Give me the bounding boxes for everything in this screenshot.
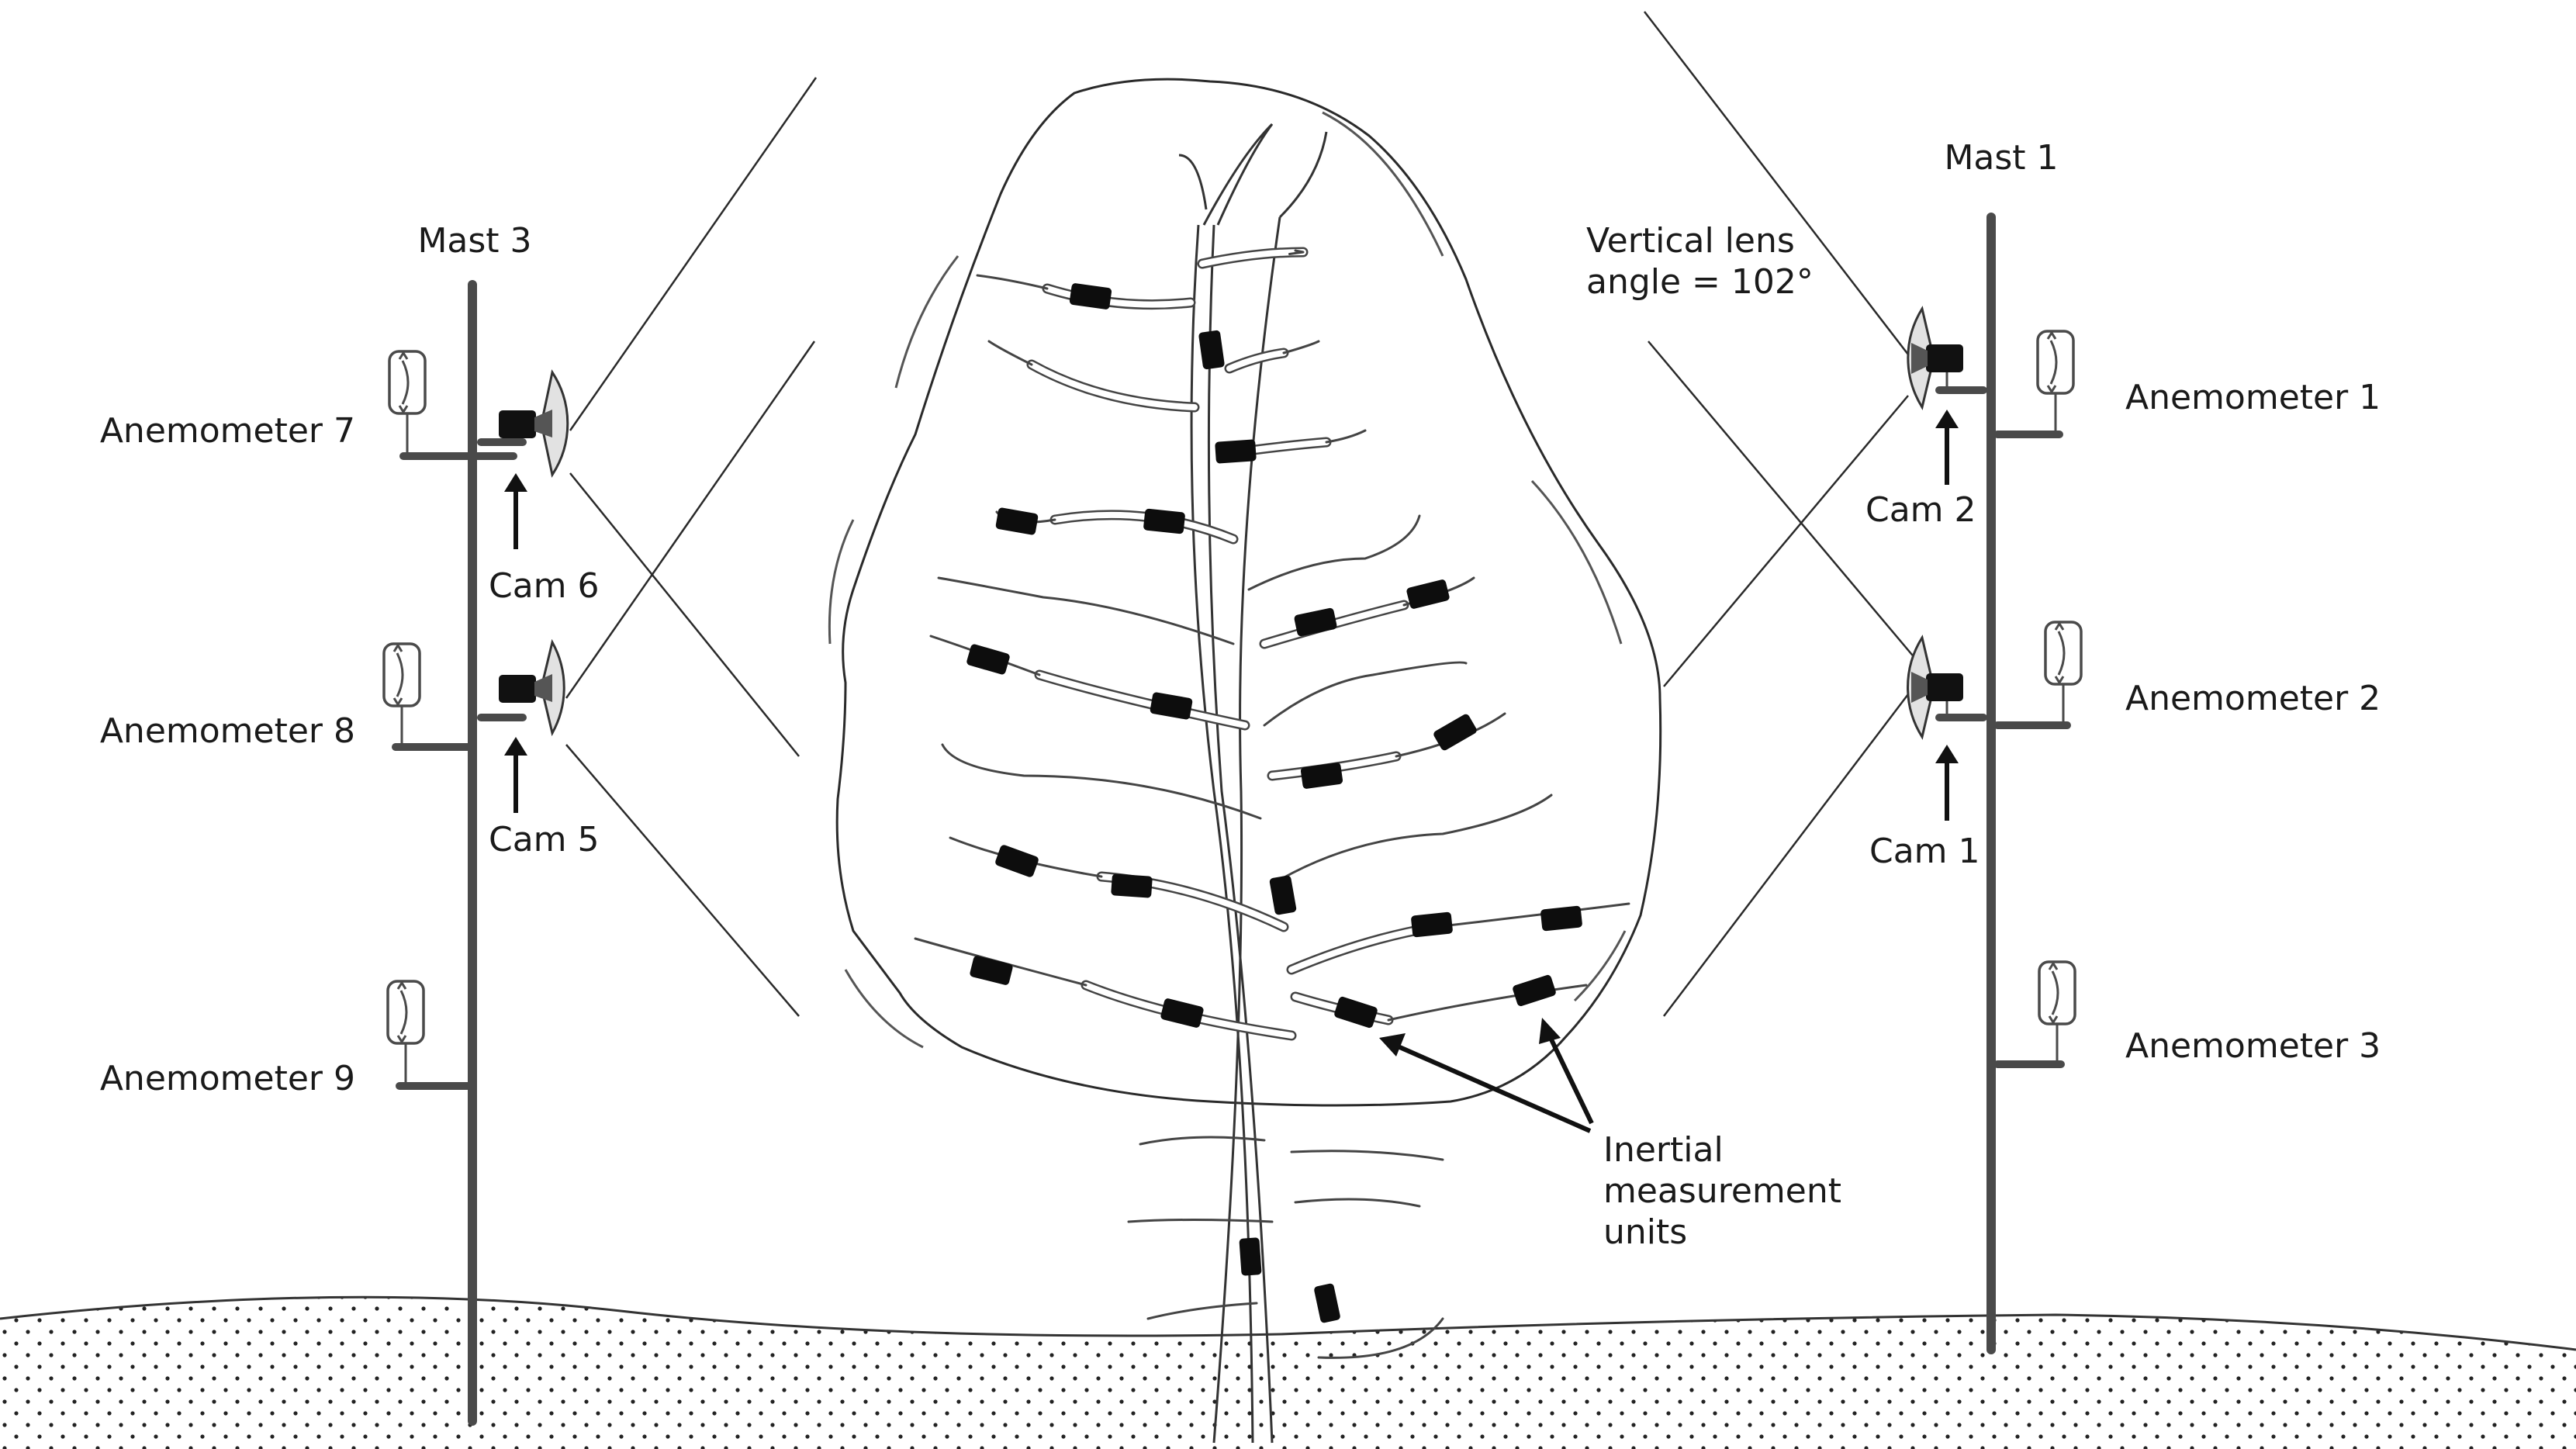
imu-sensor-icon xyxy=(1143,508,1185,534)
arrow-up-icon xyxy=(504,737,527,756)
cam5-label: Cam 5 xyxy=(489,820,600,859)
imu-label-line3: units xyxy=(1603,1212,1687,1252)
imu-sensor-icon xyxy=(1160,998,1204,1028)
imu-sensor-icon xyxy=(1069,283,1112,310)
branch-right-1 xyxy=(1197,247,1309,269)
camera-icon xyxy=(499,410,536,438)
imu-sensor-icon xyxy=(1239,1237,1262,1276)
anemometer-icon xyxy=(2044,621,2083,686)
anemometer-9 xyxy=(386,980,477,1090)
cam2-label: Cam 2 xyxy=(1865,490,1976,530)
camera-1 xyxy=(1907,635,1987,821)
camera-2 xyxy=(1907,306,1987,485)
anemometer-icon xyxy=(386,980,425,1045)
arrow-up-icon xyxy=(1935,410,1959,428)
imu-sensor-icon xyxy=(1411,911,1453,938)
imu-pointer-arrows xyxy=(1379,1018,1594,1133)
anemometer2-label: Anemometer 2 xyxy=(2125,679,2381,718)
arrow-up-icon xyxy=(1935,745,1959,763)
branch-left-1 xyxy=(976,274,1196,310)
imu-sensor-icon xyxy=(1300,763,1343,789)
branch-right-8 xyxy=(1271,794,1553,886)
imu-sensor-icon xyxy=(1294,607,1337,637)
imu-sensor-icon xyxy=(995,507,1039,535)
canopy-motion-lines xyxy=(828,111,1627,1049)
anemometer-8 xyxy=(382,642,477,751)
lens-angle-label-line2: angle = 102° xyxy=(1586,262,1814,302)
mast1-label: Mast 1 xyxy=(1944,138,2058,178)
anemometer-icon xyxy=(382,642,421,707)
mast-1 xyxy=(1907,213,2083,1354)
branches xyxy=(914,247,1630,1359)
imu-label-line2: measurement xyxy=(1603,1171,1841,1211)
anemometer-1 xyxy=(1993,330,2075,438)
imu-sensor-icon xyxy=(1198,330,1225,370)
labels: Mast 3 Mast 1 Vertical lens angle = 102°… xyxy=(100,138,2381,1252)
imu-sensor-icon xyxy=(995,845,1039,877)
camera-icon xyxy=(499,675,536,703)
anemometer-icon xyxy=(2038,960,2076,1025)
imu-sensor-icon xyxy=(1433,714,1477,751)
imu-sensor-icon xyxy=(1269,875,1297,915)
imu-sensors xyxy=(966,283,1582,1323)
lens-angle-label-line1: Vertical lens xyxy=(1586,221,1795,261)
anemometer-3 xyxy=(1993,960,2076,1068)
cam1-label: Cam 1 xyxy=(1869,832,1980,871)
imu-sensor-icon xyxy=(1150,692,1193,720)
camera-6 xyxy=(477,369,569,549)
canopy-outline xyxy=(835,78,1662,1107)
branch-left-6 xyxy=(941,743,1262,820)
camera-icon xyxy=(1926,344,1963,372)
imu-sensor-icon xyxy=(1111,873,1153,898)
tree xyxy=(828,78,1662,1444)
branch-left-4 xyxy=(937,576,1235,645)
imu-label-line1: Inertial xyxy=(1603,1130,1724,1170)
mast-3 xyxy=(382,280,569,1426)
anemometer-7 xyxy=(388,350,517,460)
branch-left-2 xyxy=(987,340,1200,413)
camera-5 xyxy=(477,638,565,813)
imu-sensor-icon xyxy=(1334,996,1378,1029)
imu-sensor-icon xyxy=(1540,905,1582,932)
mast3-label: Mast 3 xyxy=(417,221,531,261)
branch-right-6 xyxy=(1263,661,1468,727)
anemometer3-label: Anemometer 3 xyxy=(2125,1026,2381,1066)
anemometer7-label: Anemometer 7 xyxy=(100,411,355,451)
cam6-label: Cam 6 xyxy=(489,566,600,606)
camera-icon xyxy=(1926,673,1963,701)
imu-sensor-icon xyxy=(1215,439,1257,464)
imu-sensor-icon xyxy=(1406,579,1450,609)
anemometer-icon xyxy=(388,350,427,415)
branch-right-4 xyxy=(1247,514,1421,591)
anemometer-icon xyxy=(2036,330,2075,395)
arrow-up-icon xyxy=(504,473,527,492)
anemometer-2 xyxy=(1993,621,2083,729)
lower-twigs xyxy=(1127,1136,1444,1359)
anemometer8-label: Anemometer 8 xyxy=(100,711,355,751)
ground xyxy=(0,1295,2576,1449)
branch-right-2 xyxy=(1224,340,1320,374)
imu-sensor-icon xyxy=(1513,974,1556,1007)
imu-sensor-icon xyxy=(1314,1283,1340,1323)
anemometer1-label: Anemometer 1 xyxy=(2125,378,2381,417)
imu-sensor-icon xyxy=(966,644,1010,675)
camera-field-of-view-lines xyxy=(565,11,1917,1017)
imu-sensor-icon xyxy=(970,956,1013,985)
anemometer9-label: Anemometer 9 xyxy=(100,1059,355,1098)
